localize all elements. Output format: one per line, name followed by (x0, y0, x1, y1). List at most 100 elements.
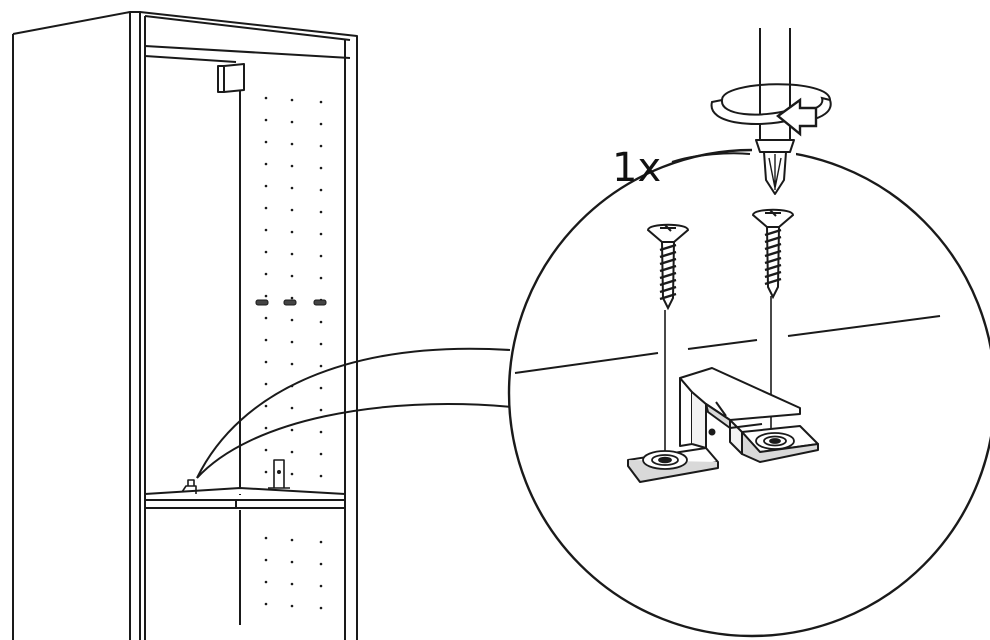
shelf-pegs (255, 299, 327, 306)
shelf-pin-hole (264, 580, 268, 584)
cabinet (12, 11, 358, 640)
screw-thread (659, 250, 677, 259)
shelf-pin-hole (264, 272, 268, 276)
screw-thread (659, 264, 677, 273)
shelf-pin-hole (319, 166, 323, 170)
shelf-pin-hole (319, 474, 323, 478)
screw-left (646, 223, 690, 311)
screw-thread (659, 278, 677, 287)
screw-thread (764, 256, 782, 265)
shelf-pin-hole (319, 232, 323, 236)
shelf-pin-hole (319, 320, 323, 324)
shelf-pin-hole (290, 538, 294, 542)
screw-thread (764, 270, 782, 279)
shelf-pin-hole (290, 186, 294, 190)
shelf-pin-hole (264, 184, 268, 188)
shelf-pin-hole (264, 602, 268, 606)
screw-thread (764, 242, 782, 251)
shelf-pin-hole (319, 188, 323, 192)
shelf-pin-hole (319, 540, 323, 544)
shelf-pin-hole (319, 562, 323, 566)
shelf-pin-hole (290, 296, 294, 300)
shelf-pin-hole (264, 338, 268, 342)
screw-thread (764, 249, 782, 258)
shelf-clip-small (181, 479, 197, 494)
shelf-pin-hole (319, 144, 323, 148)
shelf-pin-hole (319, 254, 323, 258)
shelf-pin-hole (319, 364, 323, 368)
shelf-pin-hole (319, 100, 323, 104)
shelf-pin-hole (319, 606, 323, 610)
shelf-pin-hole (264, 558, 268, 562)
shelf-pin-hole (290, 560, 294, 564)
shelf-pin-hole (290, 406, 294, 410)
shelf-pin-hole (290, 604, 294, 608)
shelf-pin-hole (290, 252, 294, 256)
rotation-arrow-icon (710, 83, 832, 137)
shelf-pin-hole (264, 426, 268, 430)
quantity-label: 1x (612, 145, 661, 191)
screw-thread (659, 271, 677, 280)
screw-thread (659, 292, 677, 301)
cabinet-left-front-edge (130, 11, 146, 640)
shelf-pin-hole (264, 316, 268, 320)
shelf-pin-hole (319, 430, 323, 434)
shelf-pin-hole (264, 470, 268, 474)
screw-head (646, 223, 690, 243)
bracket-screw-holes (642, 432, 795, 470)
shelf-pin-hole (290, 450, 294, 454)
shelf-pin-hole (319, 386, 323, 390)
cabinet-right-front-edge (344, 36, 358, 640)
shelf-pin-hole (264, 536, 268, 540)
shelf-pin-hole (264, 382, 268, 386)
shelf-pin-hole (264, 250, 268, 254)
shelf-pin-hole (290, 164, 294, 168)
corner-bracket-top (217, 63, 245, 93)
shelf-pin-hole (290, 98, 294, 102)
shelf-pin-hole (319, 122, 323, 126)
cabinet-left-panel (12, 11, 131, 640)
shelf-pin-hole (264, 140, 268, 144)
shelf-pin-hole (290, 142, 294, 146)
shelf-pin-hole (264, 448, 268, 452)
shelf-pin-hole (319, 452, 323, 456)
shelf-pin-hole (319, 210, 323, 214)
shelf-pin-hole (290, 230, 294, 234)
screw-thread (764, 228, 782, 237)
screw-thread (764, 263, 782, 272)
shelf-pin-hole (290, 428, 294, 432)
shelf-pin-hole (264, 228, 268, 232)
magnified-detail (514, 208, 941, 483)
shelf-pin-hole (290, 362, 294, 366)
screw-head (751, 208, 795, 228)
shelf-pin-hole (290, 582, 294, 586)
screw-right (751, 208, 795, 300)
screw-head-cross (660, 224, 676, 232)
shelf-pin-hole (290, 208, 294, 212)
zoom-callout-connector (196, 347, 513, 479)
shelf-pin-hole (290, 340, 294, 344)
shelf-lock-bracket (627, 367, 819, 483)
shelf-pin-hole (264, 404, 268, 408)
shelf-pin-hole (264, 96, 268, 100)
shelf (144, 487, 346, 509)
shelf-pin-hole (290, 274, 294, 278)
shelf-pin-hole (319, 584, 323, 588)
screw-thread (659, 243, 677, 252)
screw-head-cross (765, 209, 781, 217)
shelf-pin-hole (264, 162, 268, 166)
shelf-pin-hole (264, 294, 268, 298)
shelf-pin-hole (319, 342, 323, 346)
cabinet-top-panel (139, 11, 358, 63)
shelf-pin-hole (290, 472, 294, 476)
quantity-label-arc (671, 152, 751, 163)
shelf-pin-hole (319, 276, 323, 280)
shelf-pin-hole (290, 120, 294, 124)
shelf-pin-holes (264, 96, 323, 610)
screw-thread (659, 285, 677, 294)
screw-thread (659, 257, 677, 266)
shelf-pin-hole (264, 206, 268, 210)
shelf-pin-hole (264, 360, 268, 364)
